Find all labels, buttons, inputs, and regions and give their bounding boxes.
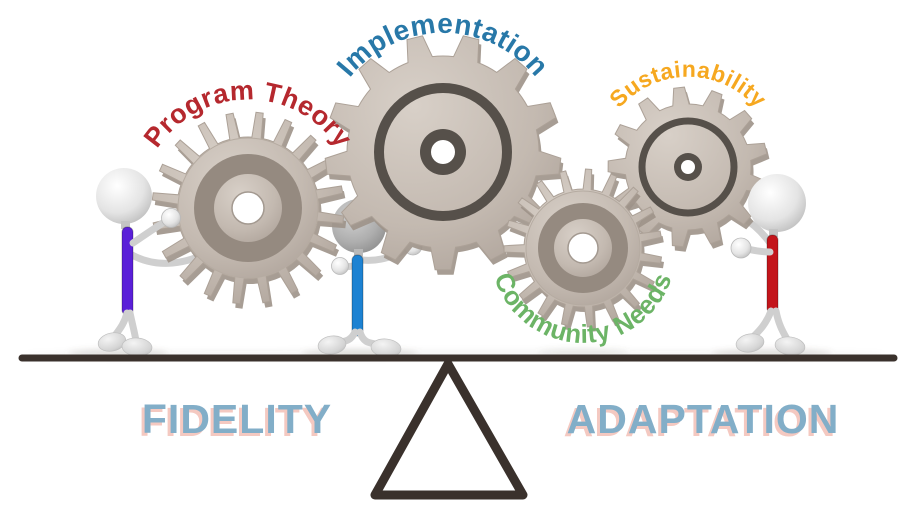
figure-right — [730, 174, 806, 356]
gear-sustainability — [607, 86, 770, 252]
adaptation-label-shadow: ADAPTATION — [564, 399, 837, 445]
right-figure-neck — [769, 229, 778, 237]
gear-hole-implementation — [431, 140, 455, 164]
left-figure-left-foot — [97, 332, 127, 352]
gear-hole-community-needs — [567, 232, 599, 264]
right-figure-body — [766, 234, 779, 314]
right-figure-right-leg — [772, 307, 792, 345]
left-figure-hand — [161, 208, 181, 228]
left-figure-head — [96, 168, 152, 224]
left-figure-right-leg — [126, 309, 140, 345]
gear-layer — [151, 35, 770, 332]
left-figure-neck — [121, 221, 130, 229]
gear-ring-sustainability — [638, 117, 738, 217]
right-figure-head — [748, 174, 806, 232]
fidelity-label-shadow: FIDELITY — [139, 399, 329, 445]
middle-figure-left-hand — [331, 257, 349, 275]
gear-hole-program-theory — [231, 191, 265, 225]
right-figure-left-foot — [735, 333, 765, 353]
middle-figure-neck — [354, 249, 363, 257]
gear-ring-implementation — [374, 83, 512, 221]
middle-figure-left-foot — [317, 335, 347, 355]
fulcrum-triangle — [370, 359, 528, 500]
figure-left — [96, 168, 181, 357]
gear-program-theory — [151, 111, 347, 309]
fidelity-label: FIDELITY — [142, 396, 332, 442]
gear-implementation — [324, 35, 564, 275]
gear-community-needs — [503, 168, 664, 332]
middle-figure-body — [351, 254, 364, 337]
right-figure-hand — [730, 237, 752, 259]
adaptation-label: ADAPTATION — [567, 396, 840, 442]
gear-hole-sustainability — [681, 160, 695, 174]
